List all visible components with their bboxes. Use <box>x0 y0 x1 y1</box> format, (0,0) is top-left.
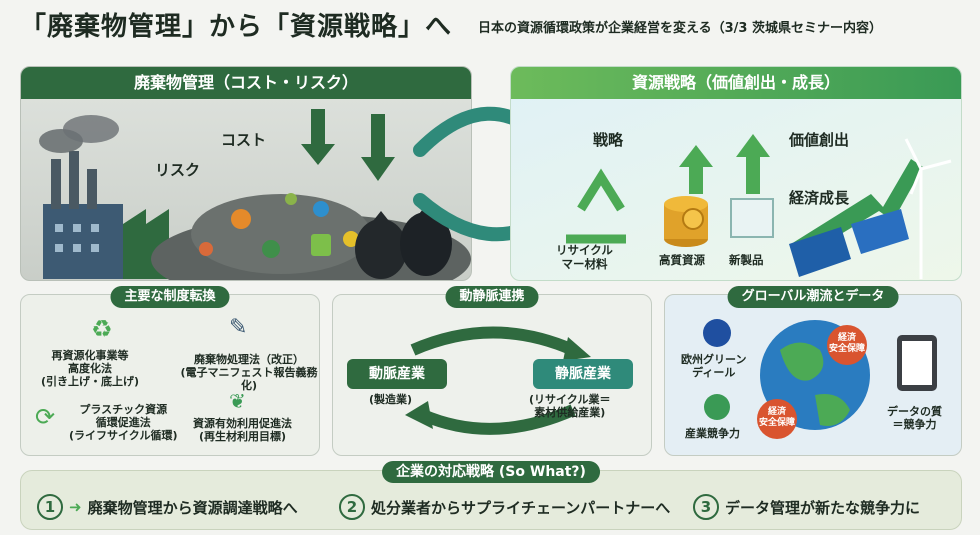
wind-turbine-icon <box>904 138 952 279</box>
global-trends-panel: グローバル潮流とデータ 欧州グリーン ディール 産業競争力 経済 安全保障 経済… <box>664 286 962 456</box>
arterial-venous-panel: 動静脈連携 動脈産業 (製造業) 静脈産業 (リサイクル業＝ 素材供給産業) <box>332 286 652 456</box>
eu-green-deal-label: 欧州グリーン ディール <box>681 353 747 379</box>
step-text: データ管理が新たな競争力に <box>725 498 921 517</box>
factory-icon <box>39 115 169 279</box>
policy-item-recycling-law: 再資源化事業等 高度化法 (引き上げ・底上げ) <box>41 349 140 388</box>
trash-pile-icon <box>151 193 471 280</box>
data-quality-label: データの質 ＝競争力 <box>887 405 942 431</box>
strategy-step-1: 1 ➜ 廃棄物管理から資源調達戦略へ <box>37 494 298 520</box>
resource-strategy-panel: 資源戦略（価値創出・成長） 戦略 価値創出 経済成長 リサイクル <box>510 66 962 281</box>
step-text: 処分業者からサプライチェーンパートナーへ <box>371 498 671 517</box>
cost-label: コスト <box>221 131 267 149</box>
policy-item-waste-law: 廃棄物処理法（改正） (電子マニフェスト報告義務化) <box>180 353 318 392</box>
vein-industry-box: 静脈産業 <box>533 359 633 389</box>
leaf-hand-icon: ❦ <box>229 389 246 413</box>
recycle-material-label: リサイクル マー材料 <box>556 243 613 271</box>
handshake-icon <box>704 394 730 420</box>
up-arrow-icon <box>679 134 770 194</box>
page-title: 「廃棄物管理」から「資源戦略」へ <box>20 12 453 42</box>
waste-illustration <box>39 109 471 280</box>
policy-panel: 主要な制度転換 ♻ 再資源化事業等 高度化法 (引き上げ・底上げ) ✎ 廃棄物処… <box>20 286 320 456</box>
document-icon: ✎ <box>229 315 248 340</box>
response-strategy-heading: 企業の対応戦略 (So What?) <box>382 461 600 483</box>
value-creation-label: 価値創出 <box>789 131 850 149</box>
vein-industry-sub: (リサイクル業＝ 素材供給産業) <box>529 393 611 419</box>
eu-flag-icon <box>703 319 731 347</box>
artery-industry-sub: (製造業) <box>369 393 413 406</box>
high-quality-resource-label: 高質資源 <box>659 253 705 267</box>
flow-arrows <box>405 326 591 435</box>
solar-panel-icon <box>789 209 909 277</box>
policy-item-plastic-law: プラスチック資源 循環促進法 (ライフサイクル循環) <box>69 403 178 442</box>
growth-arrow-icon <box>791 159 923 257</box>
new-product-box-icon <box>730 198 774 238</box>
economic-growth-label: 経済成長 <box>789 189 850 207</box>
industry-competitiveness-label: 産業競争力 <box>685 427 740 440</box>
step-number: 3 <box>693 494 719 520</box>
response-strategy-panel: 企業の対応戦略 (So What?) 1 ➜ 廃棄物管理から資源調達戦略へ 2 … <box>20 461 962 530</box>
strategy-label: 戦略 <box>593 131 624 149</box>
step-number: 2 <box>339 494 365 520</box>
economic-security-badge: 経済 安全保障 <box>827 325 867 365</box>
resource-strategy-heading: 資源戦略（価値創出・成長） <box>511 67 961 99</box>
recycle-icon <box>566 168 626 244</box>
risk-label: リスク <box>155 161 201 179</box>
step-number: 1 <box>37 494 63 520</box>
waste-management-panel: 廃棄物管理（コスト・リスク） <box>20 66 472 281</box>
strategy-step-2: 2 処分業者からサプライチェーンパートナーへ <box>339 494 670 520</box>
policy-heading: 主要な制度転換 <box>110 286 230 308</box>
flow-heading: 動静脈連携 <box>445 286 539 308</box>
down-arrow-icon <box>301 109 395 181</box>
artery-industry-box: 動脈産業 <box>347 359 447 389</box>
recycle-icon: ♻ <box>91 315 113 343</box>
policy-item-resource-law: 資源有効利用促進法 (再生材利用目標) <box>193 417 292 443</box>
new-product-label: 新製品 <box>729 253 764 267</box>
strategy-step-3: 3 データ管理が新たな競争力に <box>693 494 920 520</box>
cycle-icon: ⟳ <box>35 403 56 431</box>
coin-stack-icon <box>664 196 708 247</box>
step-text: 廃棄物管理から資源調達戦略へ <box>87 498 298 517</box>
strategy-illustration <box>566 134 952 279</box>
global-heading: グローバル潮流とデータ <box>727 286 899 308</box>
economic-security-badge-2: 経済 安全保障 <box>757 399 797 439</box>
waste-management-heading: 廃棄物管理（コスト・リスク） <box>21 67 471 99</box>
page-subtitle: 日本の資源循環政策が企業経営を変える（3/3 茨城県セミナー内容） <box>478 21 882 36</box>
arrow-right-icon: ➜ <box>69 498 82 516</box>
